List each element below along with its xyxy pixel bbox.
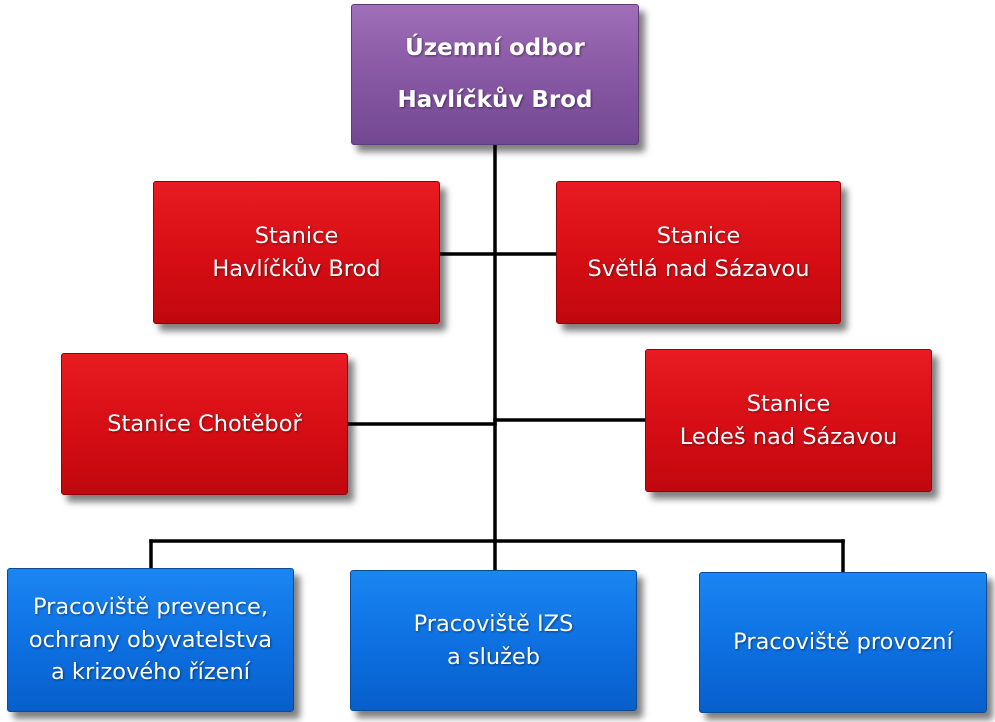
workplace-izs-line2: a služeb bbox=[446, 643, 541, 670]
workplace-operations-label: Pracoviště provozní bbox=[733, 629, 953, 656]
station-havlickuv-brod-box[interactable]: Stanice Havlíčkův Brod bbox=[153, 181, 440, 324]
head-office-title-line2: Havlíčkův Brod bbox=[397, 86, 593, 113]
workplace-prevention-line2: ochrany obyvatelstva bbox=[28, 626, 273, 653]
workplace-prevention-box[interactable]: Pracoviště prevence, ochrany obyvatelstv… bbox=[7, 568, 294, 712]
station-svetla-line1: Stanice bbox=[656, 222, 741, 249]
station-chotebor-label: Stanice Chotěboř bbox=[107, 410, 302, 437]
station-ledec-box[interactable]: Stanice Ledeš nad Sázavou bbox=[645, 349, 932, 492]
station-havlickuv-brod-line1: Stanice bbox=[254, 222, 339, 249]
workplace-prevention-line3: a krizového řízení bbox=[50, 659, 251, 686]
station-svetla-line2: Světlá nad Sázavou bbox=[587, 255, 810, 282]
station-ledec-line1: Stanice bbox=[746, 390, 831, 417]
workplace-prevention-line1: Pracoviště prevence, bbox=[32, 594, 269, 621]
workplace-izs-box[interactable]: Pracoviště IZS a služeb bbox=[350, 570, 637, 711]
station-ledec-line2: Ledeš nad Sázavou bbox=[679, 423, 898, 450]
workplace-izs-line1: Pracoviště IZS bbox=[413, 610, 574, 637]
station-havlickuv-brod-line2: Havlíčkův Brod bbox=[212, 255, 381, 282]
station-svetla-box[interactable]: Stanice Světlá nad Sázavou bbox=[556, 181, 841, 324]
head-office-box[interactable]: Územní odbor Havlíčkův Brod bbox=[351, 4, 639, 145]
station-chotebor-box[interactable]: Stanice Chotěboř bbox=[61, 353, 348, 495]
head-office-title-line1: Územní odbor bbox=[405, 34, 585, 61]
workplace-operations-box[interactable]: Pracoviště provozní bbox=[699, 572, 987, 713]
